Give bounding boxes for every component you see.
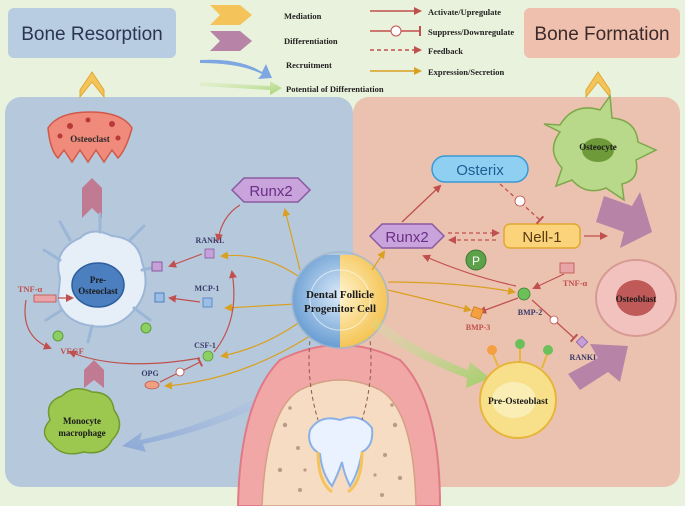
dfpc-label-1: Dental Follicle xyxy=(306,289,374,301)
dfpc-to-runx2-arrow xyxy=(282,208,301,271)
legend-expression-label: Expression/Secretion xyxy=(428,67,504,77)
dfpc-to-rankl-arrow xyxy=(220,251,299,277)
differentiation-arrow-monocyte-icon xyxy=(84,360,104,388)
vegf-icon xyxy=(52,330,64,342)
runx2-to-rankl-arrow xyxy=(215,204,241,242)
opg-icon xyxy=(144,380,160,390)
mcp1-label: MCP-1 xyxy=(195,284,220,293)
bmp2-to-preosteoblast-arrow xyxy=(478,297,519,314)
runx2-right-label: Runx2 xyxy=(385,229,428,246)
pre-osteoblast-cell: Pre-Osteoblast xyxy=(479,339,557,439)
potential-arrow xyxy=(370,318,490,388)
osteocyte-label: Osteocyte xyxy=(579,142,616,152)
mcp1-to-preosteoclast-arrow xyxy=(168,294,201,303)
recruitment-arrow xyxy=(122,372,306,452)
bmp2-to-runx2-arrow xyxy=(422,254,517,287)
legend-potential-label: Potential of Differentiation xyxy=(286,84,384,94)
tnf-to-bmp2-arrow xyxy=(532,273,565,290)
differentiation-arrow-osteoblast-icon xyxy=(568,344,628,390)
legend-suppress-label: Suppress/Downregulate xyxy=(428,27,514,37)
mcp1-icon xyxy=(202,297,213,308)
osterix-shape xyxy=(431,155,529,183)
up-chevron-left-icon xyxy=(79,71,105,99)
dfpc-to-opg-arrow xyxy=(164,335,311,390)
nell1-label: Nell-1 xyxy=(522,229,561,246)
legend-mediation-icon xyxy=(210,5,252,25)
tooth-illustration xyxy=(236,299,442,506)
differentiation-arrow-up-icon xyxy=(82,178,102,218)
rankl-to-preosteoclast-arrow xyxy=(168,253,203,268)
vegf-label: VEGF xyxy=(60,346,84,356)
legend-recruitment-label: Recruitment xyxy=(286,60,332,70)
rankl-right-label: RANKL xyxy=(570,353,599,362)
up-chevron-right-icon xyxy=(585,71,611,99)
csf1-loop-arrow xyxy=(213,270,237,353)
runx2-right-shape xyxy=(368,223,446,249)
legend-differentiation-label: Differentiation xyxy=(284,36,338,46)
legend-activate-label: Activate/Upregulate xyxy=(428,7,501,17)
pre-osteoclast-label-2: Osteoclast xyxy=(78,286,118,296)
dfpc-to-runx2-right-arrow xyxy=(371,250,386,271)
runx2-left-label: Runx2 xyxy=(249,183,292,200)
legend: Mediation Differentiation Recruitment Po… xyxy=(200,5,514,95)
legend-differentiation-icon xyxy=(210,31,252,51)
tnf-alpha-right-label: TNF-α xyxy=(563,278,588,288)
dfpc-cell: Dental Follicle Progenitor Cell xyxy=(291,251,389,349)
dfpc-label-2: Progenitor Cell xyxy=(304,303,376,315)
legend-potential-icon xyxy=(200,81,282,95)
rankl-left-icon xyxy=(204,248,215,259)
monocyte-label-2: macrophage xyxy=(58,428,105,438)
csf1-label: CSF-1 xyxy=(194,341,216,350)
dfpc-to-bmp3-arrow xyxy=(387,289,472,313)
bmp2-label: BMP-2 xyxy=(518,308,542,317)
opg-label: OPG xyxy=(141,369,158,378)
pre-osteoclast-cell: Pre- Osteoclast xyxy=(42,212,165,344)
tnf-alpha-left-icon xyxy=(33,294,57,303)
differentiation-arrow-osteocyte-icon xyxy=(596,192,652,248)
legend-feedback-label: Feedback xyxy=(428,46,463,56)
right-panel xyxy=(353,97,680,487)
formation-title: Bone Formation xyxy=(534,24,669,45)
rankl-right-icon xyxy=(575,335,589,349)
osteoblast-cell: Osteoblast xyxy=(595,259,677,337)
monocyte-label-1: Monocyte xyxy=(63,416,101,426)
csf1-to-vegf-arrow xyxy=(68,350,201,365)
legend-recruitment-icon xyxy=(200,59,272,79)
bmp3-icon xyxy=(470,306,484,320)
phospho-label: P xyxy=(472,254,480,268)
dfpc-to-bmp2-arrow xyxy=(387,281,516,295)
osteoclast-cell: Osteoclast xyxy=(47,111,133,164)
dfpc-to-csf1-arrow xyxy=(220,321,301,359)
osteocyte-cell: Osteocyte xyxy=(543,93,658,202)
dfpc-to-mcp1-arrow xyxy=(224,303,296,312)
osteoblast-label: Osteoblast xyxy=(616,294,657,304)
tnf-alpha-right-icon xyxy=(559,262,575,274)
csf1-icon xyxy=(202,350,214,362)
runx2-to-osterix-arrow xyxy=(401,184,442,223)
resorption-title-box xyxy=(8,8,176,58)
legend-mediation-label: Mediation xyxy=(284,11,322,21)
formation-title-box xyxy=(524,8,680,58)
phospho-icon xyxy=(465,249,487,271)
bmp3-label: BMP-3 xyxy=(466,323,490,332)
rankl-left-label: RANKL xyxy=(196,236,225,245)
pre-osteoclast-label-1: Pre- xyxy=(90,275,106,285)
bmp2-icon xyxy=(517,287,531,301)
tnf-to-vegf-arrow xyxy=(24,299,52,350)
resorption-title: Bone Resorption xyxy=(21,24,163,45)
osterix-label: Osterix xyxy=(456,162,504,179)
pre-osteoblast-label: Pre-Osteoblast xyxy=(488,397,549,407)
osteoclast-label: Osteoclast xyxy=(70,134,110,144)
osterix-suppress-nell1 xyxy=(499,183,545,225)
tnf-alpha-left-label: TNF-α xyxy=(18,284,43,294)
runx2-left-shape xyxy=(230,177,312,203)
monocyte-macrophage-cell: Monocyte macrophage xyxy=(43,388,121,455)
